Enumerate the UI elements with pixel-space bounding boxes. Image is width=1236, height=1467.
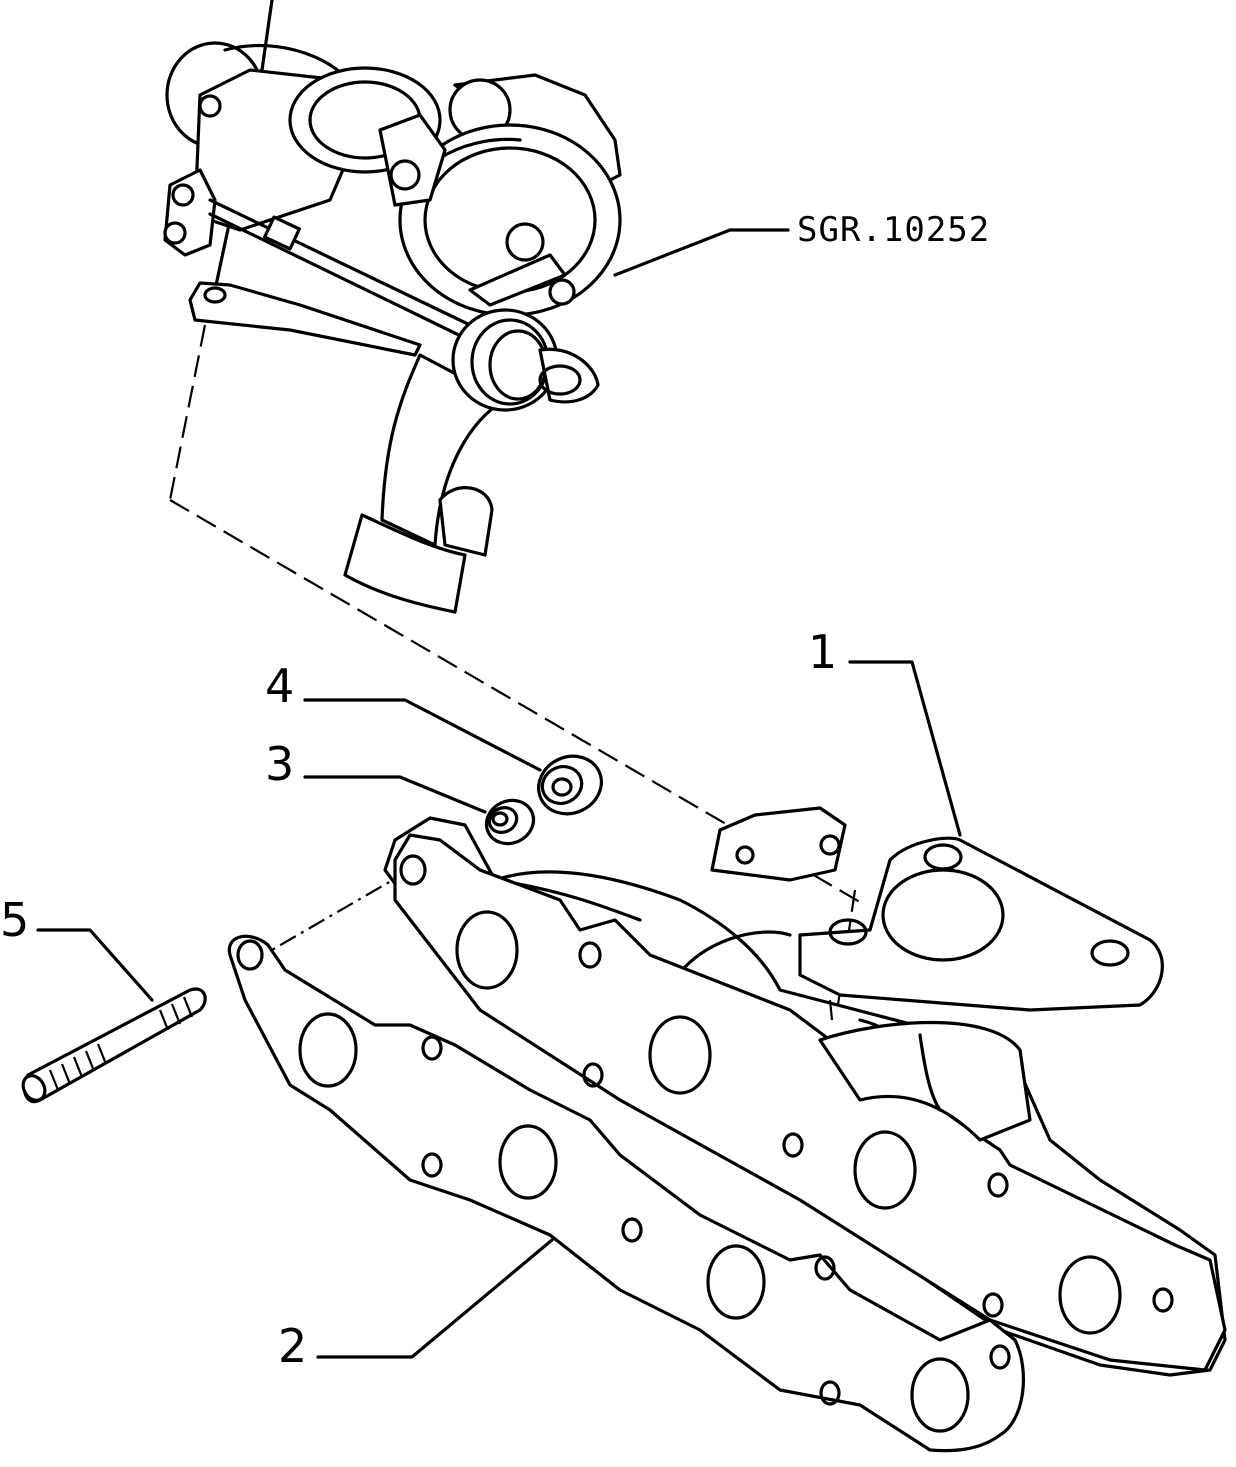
callout-4-label: 4	[265, 659, 294, 713]
washer-drawing	[484, 798, 536, 846]
callout-2-label: 2	[278, 1319, 307, 1373]
turbocharger-drawing	[163, 0, 790, 614]
gasket-drawing	[227, 934, 1026, 1453]
callout-4: 4	[265, 659, 542, 772]
callout-1: 1	[808, 625, 962, 837]
callout-2: 2	[278, 1238, 554, 1373]
callout-3: 3	[265, 737, 487, 814]
nut-drawing	[537, 754, 603, 816]
callout-5-label: 5	[0, 893, 29, 947]
callout-3-label: 3	[265, 737, 294, 791]
reference-code: SGR.10252	[797, 210, 990, 250]
callout-1-label: 1	[808, 625, 837, 679]
callout-5: 5	[0, 893, 154, 1002]
stud-drawing	[21, 987, 207, 1104]
exhaust-manifold-drawing	[383, 806, 1227, 1377]
